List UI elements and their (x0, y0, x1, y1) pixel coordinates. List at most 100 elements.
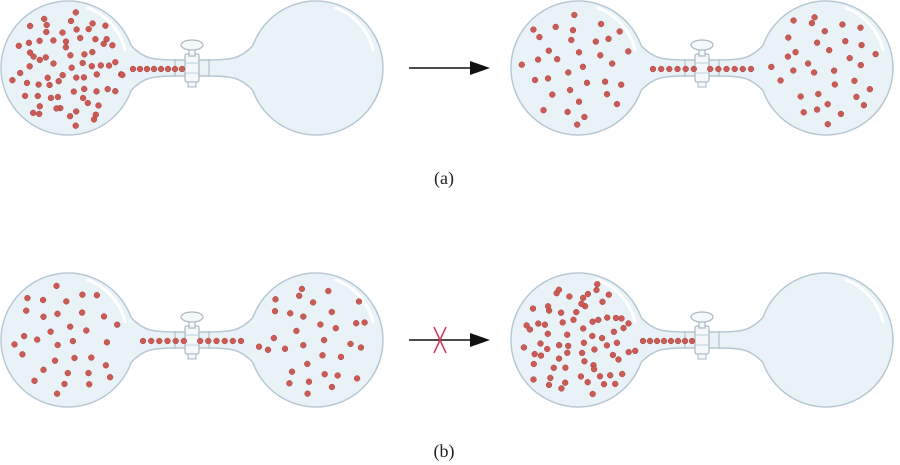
gas-particle (564, 349, 571, 356)
gas-particle (102, 22, 109, 29)
gas-particle (298, 285, 306, 293)
gas-particle (51, 357, 59, 364)
gas-particle (72, 9, 79, 16)
gas-particle (17, 69, 24, 77)
gas-particle (797, 93, 804, 100)
gas-particle (47, 94, 55, 102)
gas-particle (584, 379, 591, 386)
gas-particle (92, 36, 99, 43)
gas-particle (573, 308, 580, 316)
panel-a-before (0, 0, 384, 136)
gas-particle (26, 63, 33, 70)
gas-particle (61, 380, 68, 388)
gas-particle (68, 64, 75, 71)
gas-particle (104, 85, 111, 93)
gas-particle (31, 377, 38, 384)
gas-particle (605, 291, 612, 298)
gas-particle (589, 390, 596, 398)
gas-particle (595, 316, 602, 324)
gas-particle (221, 337, 228, 345)
right-flask-highlight (334, 278, 375, 324)
gas-particle (55, 78, 62, 85)
gas-particle (43, 28, 50, 36)
gas-particle (739, 65, 746, 73)
panel-a-after (510, 0, 894, 136)
gas-particle (808, 19, 816, 27)
gas-particle (80, 74, 88, 81)
gas-particle (535, 320, 542, 327)
gas-particle (597, 20, 605, 28)
gas-particle (536, 33, 543, 41)
gas-particle (293, 327, 300, 335)
gas-particle (281, 345, 289, 352)
gas-particles (518, 11, 879, 128)
left-flask (0, 272, 176, 408)
gas-particle (813, 39, 821, 46)
left-flask-highlight (596, 6, 637, 52)
gas-particle (842, 38, 849, 45)
gas-particle (83, 327, 90, 334)
gas-particle (591, 346, 598, 353)
gas-particle (731, 65, 738, 73)
gas-particle (607, 372, 614, 379)
gas-particle (609, 351, 617, 359)
gas-particle (601, 78, 609, 85)
gas-particle (800, 109, 807, 116)
gas-particle (853, 93, 860, 101)
gas-particles (11, 282, 368, 397)
gas-particle (866, 86, 874, 93)
gas-particle (112, 88, 119, 95)
gas-particle (545, 47, 552, 54)
gas-particle (552, 23, 559, 31)
gas-particle (612, 314, 620, 322)
gas-particle (97, 62, 104, 69)
gas-particle (660, 337, 668, 345)
gas-particle (89, 48, 96, 56)
gas-particle (305, 378, 313, 385)
gas-particle (114, 321, 121, 328)
gas-particle (328, 383, 336, 391)
gas-particle (858, 41, 865, 49)
gas-particle (785, 34, 792, 41)
right-flask (208, 0, 384, 136)
process-arrow-b (409, 333, 490, 347)
gas-particle (361, 319, 368, 326)
gas-particle (105, 62, 113, 69)
gas-particle (79, 94, 87, 102)
gas-particles (520, 281, 696, 398)
gas-particle (813, 106, 821, 113)
gas-particle (19, 351, 26, 358)
gas-particle (597, 52, 604, 59)
gas-particle (106, 374, 114, 381)
gas-particle (784, 53, 792, 60)
gas-particle (59, 29, 66, 36)
gas-particle (584, 290, 592, 298)
gas-particle (578, 349, 586, 357)
gas-particle (287, 310, 294, 317)
gas-particle (70, 88, 77, 95)
gas-particle (792, 49, 799, 56)
gas-particle (688, 337, 696, 345)
gas-particle (544, 345, 551, 353)
gas-particle (603, 342, 611, 349)
gas-particle (558, 385, 565, 392)
gas-particle (81, 51, 88, 58)
gas-particle (62, 38, 70, 45)
gas-particle (286, 380, 293, 387)
gas-particle (11, 341, 18, 348)
gas-particle (571, 11, 578, 19)
gas-particle (40, 313, 47, 320)
gas-particle (681, 337, 689, 345)
gas-particle (42, 54, 49, 61)
gas-particle (804, 60, 812, 67)
gas-particle (73, 26, 80, 33)
gas-particle (59, 72, 66, 79)
gas-particle (530, 376, 537, 383)
stopcock-valve (690, 311, 714, 360)
gas-particle (79, 59, 86, 67)
gas-particle (549, 91, 556, 98)
gas-particle (304, 390, 311, 397)
gas-particle (577, 373, 585, 380)
gas-particle (300, 313, 307, 320)
gas-particle (565, 342, 572, 350)
